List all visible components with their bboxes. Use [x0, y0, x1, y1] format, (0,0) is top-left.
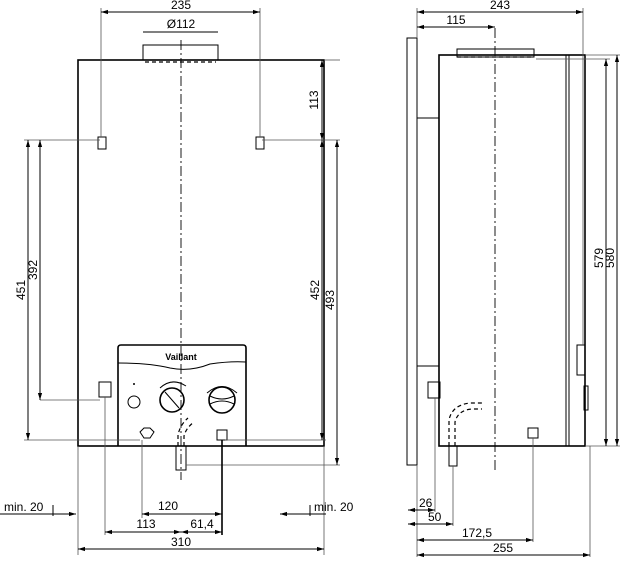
indicator-light [127, 395, 141, 409]
dim-392: 392 [26, 260, 40, 280]
control-panel: Vaillant [117, 344, 247, 471]
dim-min-20-left: min. 20 [4, 500, 44, 514]
brand-logo: Vaillant [165, 352, 197, 362]
front-view: Vaillant 235 Ø112 113 [0, 0, 354, 555]
water-connection [216, 429, 228, 441]
dim-115: 115 [446, 13, 465, 27]
dim-26: 26 [419, 496, 433, 510]
side-cold-water-connection [427, 381, 441, 399]
dim-172-5: 172,5 [462, 526, 492, 540]
side-gas-pipe [448, 445, 458, 467]
mount-point-left [97, 136, 107, 150]
dim-310: 310 [171, 535, 191, 549]
dim-493: 493 [323, 290, 337, 310]
dim-flue-diameter: Ø112 [167, 17, 196, 31]
cold-water-connection [98, 381, 112, 398]
front-body-outline [77, 59, 325, 447]
gas-knob[interactable] [159, 387, 185, 413]
dim-61-4: 61,4 [190, 517, 214, 531]
temperature-knob[interactable] [208, 386, 236, 414]
side-water-connection [527, 427, 539, 439]
dim-120: 120 [158, 499, 178, 513]
flue-collar [142, 44, 219, 61]
dim-113-top: 113 [307, 90, 321, 109]
mounting-bracket [416, 117, 440, 367]
mount-point-right [255, 136, 265, 150]
dim-50: 50 [428, 510, 442, 524]
dim-243: 243 [490, 0, 510, 12]
dim-235: 235 [171, 0, 191, 12]
dim-452: 452 [308, 280, 322, 300]
dim-113-bottom: 113 [136, 517, 155, 531]
dim-min-20-right: min. 20 [314, 500, 354, 514]
dim-451: 451 [14, 280, 28, 300]
dim-580: 580 [603, 248, 617, 268]
dim-255: 255 [493, 541, 513, 555]
side-body-outline [438, 54, 586, 447]
wall-plate [406, 37, 418, 466]
dim-579: 579 [592, 248, 606, 268]
side-view: 243 115 579 580 26 50 172,5 255 [406, 0, 620, 558]
side-panel-edge [576, 344, 586, 376]
gas-connection [139, 427, 155, 439]
